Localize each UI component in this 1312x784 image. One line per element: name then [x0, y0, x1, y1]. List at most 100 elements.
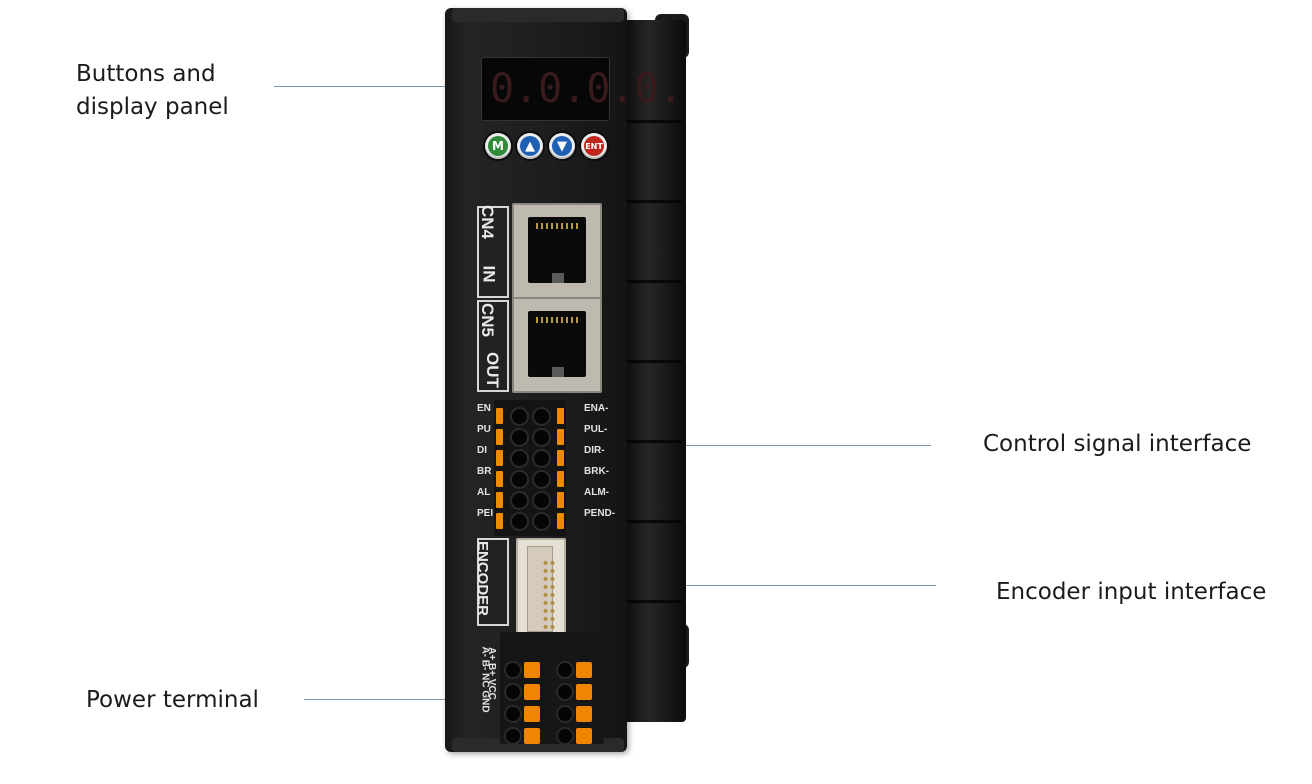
encoder-label: ENCODER [474, 540, 492, 617]
heatsink-fin [624, 600, 682, 603]
power-release-tab [576, 706, 592, 722]
power-terminal-block[interactable] [500, 632, 604, 744]
terminal-hole [512, 430, 527, 445]
up-button[interactable]: ▲ [517, 133, 543, 159]
out-label: OUT [482, 352, 502, 388]
power-release-tab [576, 684, 592, 700]
cn5-label-box [477, 300, 509, 392]
encoder-input-connector[interactable] [516, 538, 566, 639]
terminal-release-tab [496, 471, 503, 487]
signal-label-pe: PEI [477, 508, 494, 519]
leader-line-buttons-display [274, 86, 492, 87]
heatsink-side [620, 20, 686, 722]
rj45-pins [536, 317, 578, 323]
cn4-label: CN4 [478, 204, 498, 240]
terminal-release-tab [496, 408, 503, 424]
rj45-jack [528, 217, 586, 283]
cn5-label: CN5 [478, 302, 498, 338]
rj45-latch [552, 367, 564, 377]
power-release-tab [576, 728, 592, 744]
display-digits: 0.0.0.0. [490, 66, 683, 112]
signal-label-di: DI [477, 445, 487, 456]
callout-power-terminal: Power terminal [86, 687, 259, 713]
terminal-hole [534, 451, 549, 466]
heatsink-fin [624, 360, 682, 363]
cn5-rj45-port[interactable] [512, 297, 602, 393]
power-hole [506, 685, 520, 699]
terminal-release-tab [557, 513, 564, 529]
terminal-release-tab [496, 429, 503, 445]
rj45-latch [552, 273, 564, 283]
terminal-release-tab [496, 450, 503, 466]
power-hole [558, 685, 572, 699]
seven-segment-display: 0.0.0.0. [481, 57, 683, 121]
encoder-label-box [477, 538, 509, 626]
signal-label-br: BR [477, 466, 492, 477]
rj45-jack [528, 311, 586, 377]
callout-buttons-display: Buttons and display panel [76, 61, 229, 120]
terminal-hole [512, 493, 527, 508]
terminal-release-tab [557, 450, 564, 466]
power-release-tab [524, 662, 540, 678]
terminal-hole [512, 514, 527, 529]
power-hole [558, 707, 572, 721]
cn4-label-box [477, 206, 509, 298]
heatsink-fin [624, 440, 682, 443]
terminal-hole [534, 514, 549, 529]
power-hole [506, 729, 520, 743]
signal-label-pu: PU [477, 424, 491, 435]
power-release-tab [524, 706, 540, 722]
heatsink-fin [624, 520, 682, 523]
power-hole [506, 663, 520, 677]
signal-label-ena: ENA- [584, 403, 609, 414]
signal-label-pul: PUL- [584, 424, 608, 435]
signal-label-al: AL [477, 487, 491, 498]
encoder-pins [542, 559, 556, 631]
terminal-hole [534, 409, 549, 424]
signal-label-pend: PEND- [584, 508, 616, 519]
callout-control-signal: Control signal interface [983, 431, 1252, 457]
power-release-tab [576, 662, 592, 678]
cn4-rj45-port[interactable] [512, 203, 602, 299]
heatsink-fin [624, 120, 682, 123]
leader-line-power-terminal [304, 699, 526, 700]
terminal-hole [512, 409, 527, 424]
terminal-release-tab [496, 492, 503, 508]
terminal-release-tab [557, 408, 564, 424]
terminal-hole [534, 430, 549, 445]
ent-button-label: ENT [584, 136, 604, 156]
up-arrow-icon: ▲ [520, 136, 540, 156]
power-release-tab [524, 684, 540, 700]
m-button[interactable]: M [485, 133, 511, 159]
power-hole [558, 663, 572, 677]
power-label-row2: A- B- NC GND [479, 646, 491, 713]
m-button-label: M [488, 136, 508, 156]
signal-label-dir: DIR- [584, 445, 605, 456]
terminal-hole [534, 472, 549, 487]
terminal-hole [534, 493, 549, 508]
encoder-slot [527, 546, 556, 632]
callout-encoder-input: Encoder input interface [996, 579, 1267, 605]
signal-label-brk: BRK- [584, 466, 609, 477]
leader-line-control-signal [536, 445, 931, 446]
power-hole [506, 707, 520, 721]
in-label: IN [479, 265, 499, 283]
power-hole [558, 729, 572, 743]
down-button[interactable]: ▼ [549, 133, 575, 159]
leader-line-encoder-input [542, 585, 936, 586]
heatsink-fin [624, 280, 682, 283]
control-signal-terminal-block[interactable] [494, 400, 566, 536]
terminal-release-tab [557, 429, 564, 445]
power-release-tab [524, 728, 540, 744]
heatsink-fin [624, 200, 682, 203]
terminal-hole [512, 451, 527, 466]
signal-label-en: EN [477, 403, 491, 414]
terminal-release-tab [496, 513, 503, 529]
rj45-pins [536, 223, 578, 229]
device-top-lip [452, 8, 624, 22]
terminal-release-tab [557, 492, 564, 508]
terminal-release-tab [557, 471, 564, 487]
ent-button[interactable]: ENT [581, 133, 607, 159]
terminal-hole [512, 472, 527, 487]
down-arrow-icon: ▼ [552, 136, 572, 156]
